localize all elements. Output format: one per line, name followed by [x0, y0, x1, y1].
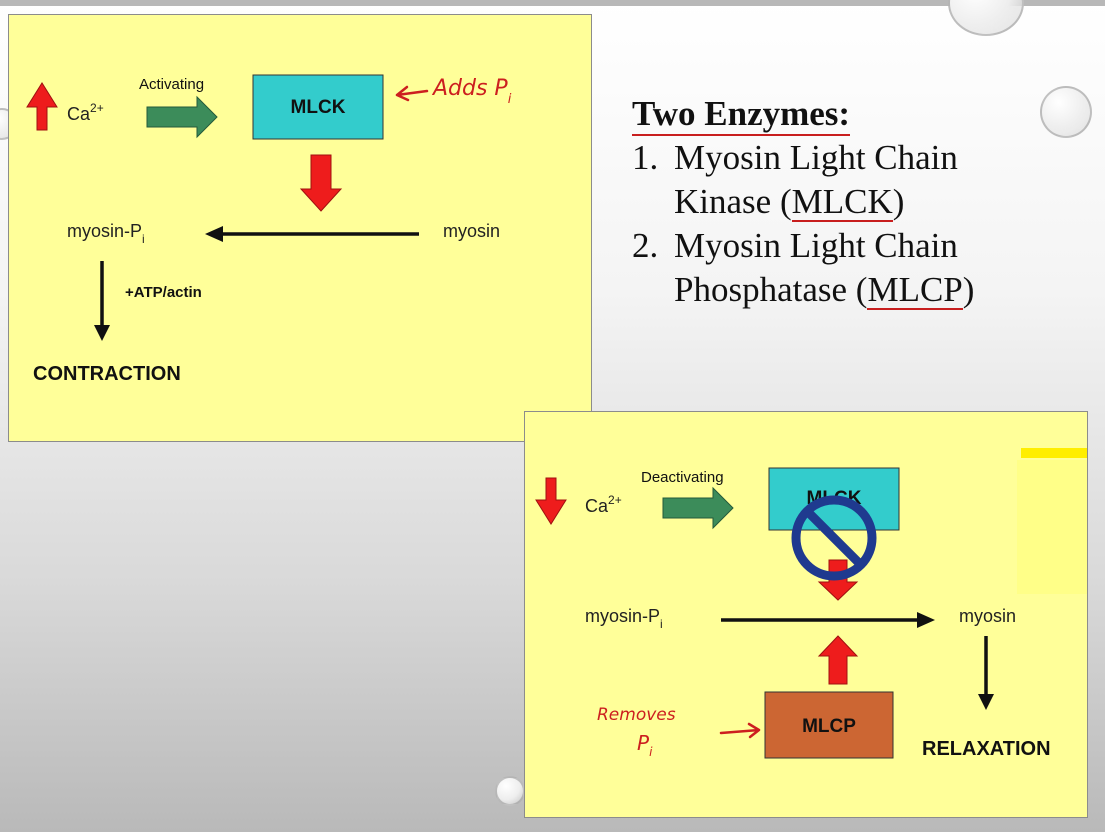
activation-diagram: Ca2+ Activating MLCK Adds Pi myosin-Pi m… — [26, 74, 512, 385]
mlcp-label: MLCP — [802, 716, 856, 737]
mlcp-abbr: MLCP — [867, 270, 963, 310]
mlck-box — [252, 74, 384, 140]
ca-label: Ca2+ — [67, 101, 104, 124]
handwritten-arrow — [395, 85, 429, 102]
mlcp-box — [764, 691, 894, 759]
relaxation-panel: Ca2+ Deactivating MLCK myosin-Pi myosin … — [524, 411, 1088, 818]
activating-arrow — [146, 95, 218, 139]
activating-label: Activating — [139, 76, 204, 93]
enzyme-item-2: 2. Myosin Light Chain Phosphatase (MLCP) — [632, 226, 975, 310]
bubble-decoration — [495, 776, 525, 806]
deactivating-label: Deactivating — [641, 469, 724, 486]
relaxation-label: RELAXATION — [922, 738, 1051, 760]
myosin-label: myosin — [443, 221, 500, 241]
removes-pi-note-line2: Pi — [637, 731, 653, 759]
ca-increase-arrow — [26, 82, 58, 131]
handwritten-arrow — [719, 722, 761, 739]
mlck-label: MLCK — [291, 97, 346, 118]
adds-pi-note: Adds Pi — [431, 76, 512, 107]
enzyme-item-1: 1. Myosin Light Chain Kinase (MLCK) — [632, 138, 958, 222]
removes-pi-note-line1: Removes — [597, 705, 676, 725]
no-symbol-icon — [791, 495, 877, 581]
deactivating-arrow — [662, 486, 734, 530]
highlight-strip — [1021, 448, 1087, 458]
myosin-pi-label: myosin-Pi — [585, 606, 663, 631]
myosin-label: myosin — [959, 606, 1016, 626]
mlck-box-blocked — [768, 467, 900, 531]
mlck-down-arrow — [299, 154, 343, 212]
highlight-block — [1017, 460, 1087, 594]
activation-panel: Ca2+ Activating MLCK Adds Pi myosin-Pi m… — [8, 14, 592, 442]
enzymes-list: Two Enzymes: 1. Myosin Light Chain Kinas… — [632, 92, 974, 312]
myosin-pi-label: myosin-Pi — [67, 221, 145, 246]
ca-label: Ca2+ — [585, 493, 622, 516]
top-border — [0, 0, 1105, 6]
bubble-decoration — [948, 0, 1024, 36]
relaxation-diagram: Ca2+ Deactivating MLCK myosin-Pi myosin … — [535, 448, 1087, 760]
mlcp-up-arrow — [817, 635, 859, 685]
enzymes-title: Two Enzymes: — [632, 94, 851, 136]
ca-decrease-arrow — [535, 477, 567, 525]
mlck-abbr: MLCK — [791, 182, 893, 222]
atp-actin-label: +ATP/actin — [125, 284, 202, 301]
contraction-label: CONTRACTION — [33, 363, 181, 385]
bubble-decoration — [1040, 86, 1092, 138]
